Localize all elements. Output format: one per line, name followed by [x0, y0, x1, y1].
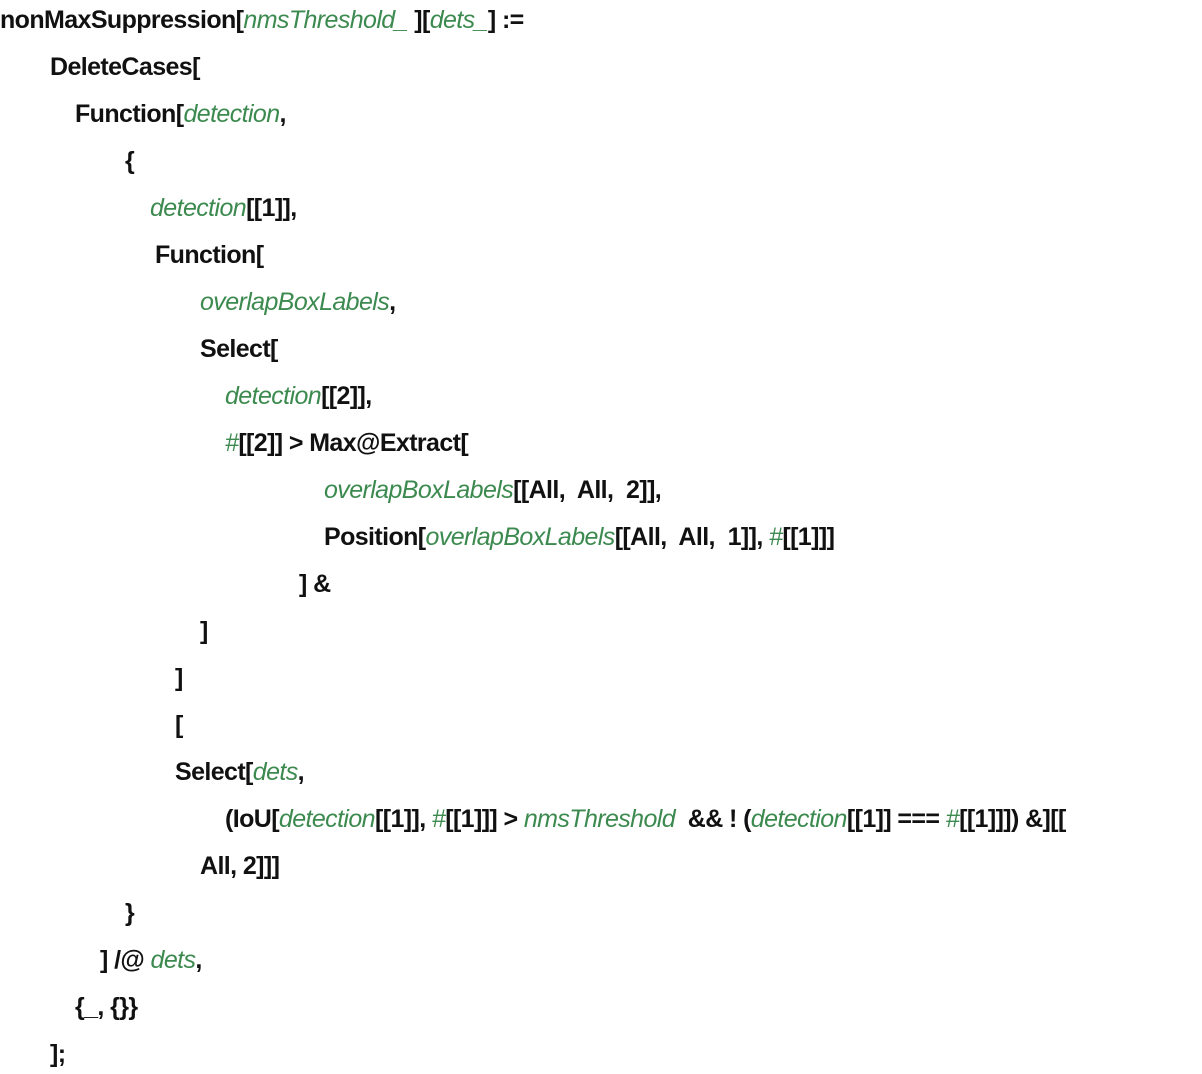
code-token: ][ [407, 6, 430, 34]
code-token: [[1]], [246, 194, 297, 222]
code-line: (IoU[detection[[1]], #[[1]]] > nmsThresh… [225, 799, 1066, 839]
code-line: ] [200, 611, 208, 651]
code-token: Select[ [175, 758, 253, 786]
code-token: , [389, 288, 396, 316]
code-variable: detection [183, 100, 280, 128]
code-token: ] /@ [100, 946, 151, 974]
code-token: [[2]] > Max@Extract[ [238, 429, 469, 457]
code-token: [[1]] === [846, 805, 946, 833]
code-token: && ! ( [675, 805, 752, 833]
code-token: { [125, 147, 135, 175]
code-line: Function[detection, [75, 94, 287, 134]
code-token: [[1]]]) &][[ [959, 805, 1066, 833]
code-line: Select[ [200, 329, 278, 369]
code-variable: nmsThreshold_ [243, 6, 408, 34]
code-token: [[1]]] [782, 523, 835, 551]
code-line: ] & [299, 564, 331, 604]
code-variable: detection [150, 194, 247, 222]
code-line: Position[overlapBoxLabels[[All, All, 1]]… [324, 517, 835, 557]
code-variable: overlapBoxLabels [425, 523, 616, 551]
code-token: , [297, 758, 305, 786]
code-variable: detection [225, 382, 322, 410]
code-variable: dets_ [429, 6, 489, 34]
code-token: } [125, 899, 135, 927]
code-token: Function[ [75, 100, 184, 128]
code-line: ] [175, 658, 183, 698]
code-variable: # [945, 805, 960, 833]
code-line: detection[[1]], [150, 188, 297, 228]
code-line: nonMaxSuppression[nmsThreshold_ ][dets_]… [0, 0, 524, 40]
code-line: { [125, 141, 135, 181]
code-line: [ [175, 705, 183, 745]
code-token: , [195, 946, 202, 974]
code-token: {_, {}} [75, 993, 138, 1021]
code-line: #[[2]] > Max@Extract[ [225, 423, 469, 463]
code-variable: # [769, 523, 783, 551]
code-line: Function[ [155, 235, 264, 275]
code-variable: overlapBoxLabels [200, 288, 390, 316]
code-token: nonMaxSuppression[ [0, 6, 244, 34]
code-token: [[1]]] > [445, 805, 524, 833]
code-line: {_, {}} [75, 987, 138, 1027]
code-variable: detection [278, 805, 376, 833]
code-token: [[All, All, 1]], [614, 523, 770, 551]
code-line: detection[[2]], [225, 376, 372, 416]
code-token: [[2]], [321, 382, 372, 410]
code-token: , [279, 100, 287, 128]
code-line: ] /@ dets, [100, 940, 202, 980]
code-line: Select[dets, [175, 752, 305, 792]
code-variable: # [225, 429, 239, 457]
code-token: ] & [299, 570, 331, 598]
code-variable: nmsThreshold [523, 805, 676, 833]
code-variable: detection [750, 805, 848, 833]
code-line: All, 2]]] [200, 846, 280, 886]
code-token: [[1]], [375, 805, 432, 833]
code-variable: dets [150, 946, 196, 974]
code-line: DeleteCases[ [50, 47, 200, 87]
code-token: [ [175, 711, 183, 739]
code-token: ] [200, 617, 208, 645]
code-line: ]; [50, 1034, 66, 1074]
code-token: All, 2]]] [200, 852, 280, 880]
code-line: overlapBoxLabels, [200, 282, 396, 322]
code-token: Select[ [200, 335, 278, 363]
code-token: Function[ [155, 241, 264, 269]
code-token: Position[ [324, 523, 426, 551]
code-variable: dets [252, 758, 298, 786]
code-token: [[All, All, 2]], [513, 476, 662, 504]
code-token: ]; [50, 1040, 66, 1068]
code-token: ] [175, 664, 183, 692]
code-line: } [125, 893, 135, 933]
code-variable: # [431, 805, 446, 833]
code-line: overlapBoxLabels[[All, All, 2]], [324, 470, 662, 510]
code-token: ] := [487, 6, 524, 34]
code-token: (IoU[ [225, 805, 280, 833]
code-variable: overlapBoxLabels [324, 476, 514, 504]
code-token: DeleteCases[ [50, 53, 200, 81]
